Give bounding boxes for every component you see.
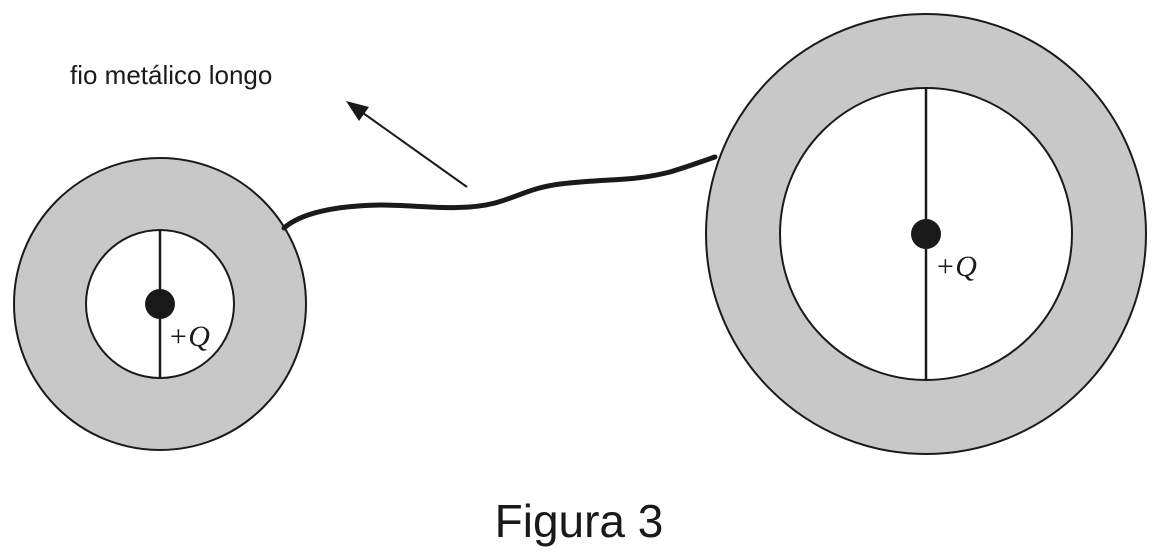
wire-label: fio metálico longo [70,60,272,90]
small-sphere-point-charge [145,289,175,319]
large-sphere: +Q [705,13,1147,455]
large-sphere-point-charge [911,219,941,249]
large-sphere-charge-label: +Q [935,250,977,283]
arrow-shaft [355,107,468,188]
small-sphere-charge-label: +Q [168,320,210,353]
wire-pointer-arrow [346,101,468,188]
small-sphere: +Q [13,157,307,451]
figure-caption: Figura 3 [495,495,664,547]
metal-wire [281,154,718,231]
arrow-head [346,101,369,121]
